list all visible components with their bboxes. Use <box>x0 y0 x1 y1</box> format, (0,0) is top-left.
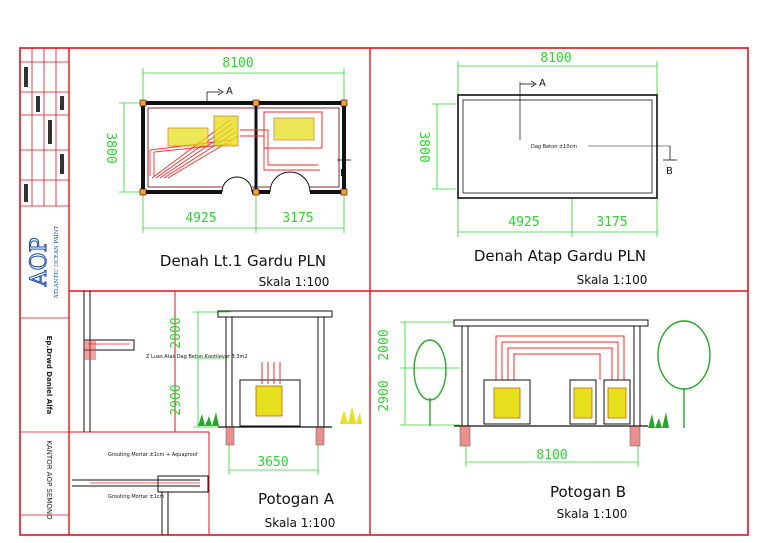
dim-2000: 2000 <box>377 329 392 360</box>
dim-right: 3175 <box>282 211 313 226</box>
panel-floor-plan: 8100 4925 3175 3800 <box>103 56 351 289</box>
dim-width: 8100 <box>540 51 571 66</box>
panel-roof-plan: 8100 4925 3175 3800 Dag Beton ±10cm A B … <box>416 51 677 287</box>
company-logo: AOP ATLANTIC OCEAN PAINT <box>27 225 61 299</box>
panel-scale: Skala 1:100 <box>259 275 330 289</box>
grout-note-bottom: Grouting Mortar ±1cm <box>108 494 165 500</box>
title-block: AOP ATLANTIC OCEAN PAINT Ep.Drwd Daniel … <box>20 48 69 520</box>
detail-note: Z Luas Atas Dag Beton Kantilever 3.3m2 <box>146 354 248 360</box>
dim-height: 3800 <box>416 131 431 162</box>
dim-left: 4925 <box>508 215 539 230</box>
grout-note-top: Grouting Mortar ±1cm + Aquaproof <box>108 452 198 458</box>
panel-title: Potogan B <box>550 483 626 501</box>
roof-note: Dag Beton ±10cm <box>531 144 577 150</box>
dim-height: 3800 <box>103 132 118 163</box>
dim-2900: 2900 <box>169 384 184 415</box>
dim-3650: 3650 <box>257 455 288 470</box>
dim-2900: 2900 <box>377 380 392 411</box>
company-name: ATLANTIC OCEAN PAINT <box>54 225 60 299</box>
panel-scale: Skala 1:100 <box>577 273 648 287</box>
section-marker-a: A <box>226 86 233 97</box>
dim-left: 4925 <box>185 211 216 226</box>
drawn-by: Ep.Drwd Daniel Alfa <box>45 336 53 415</box>
panel-section-b: 2000 2900 8100 Potogan B <box>377 319 711 521</box>
panel-title: Denah Atap Gardu PLN <box>474 247 646 265</box>
dim-2000: 2000 <box>169 317 184 348</box>
panel-scale: Skala 1:100 <box>265 516 336 530</box>
section-marker-b: B <box>666 166 673 177</box>
dim-width: 8100 <box>222 56 253 71</box>
detail-grouting: Grouting Mortar ±1cm + Aquaproof Groutin… <box>72 452 209 535</box>
section-marker-a: A <box>539 78 546 89</box>
dim-right: 3175 <box>596 215 627 230</box>
panel-scale: Skala 1:100 <box>557 507 628 521</box>
detail-cantilever: Z Luas Atas Dag Beton Kantilever 3.3m2 <box>83 291 248 432</box>
panel-section-a: Z Luas Atas Dag Beton Kantilever 3.3m2 G… <box>72 291 362 535</box>
dim-8100: 8100 <box>536 448 567 463</box>
panel-title: Potogan A <box>258 490 335 508</box>
logo-mark: AOP <box>27 237 52 287</box>
project-name: KANTOR AOP SEMONO <box>45 440 53 520</box>
panel-title: Denah Lt.1 Gardu PLN <box>160 252 326 270</box>
section-marker-b: B <box>340 168 347 179</box>
